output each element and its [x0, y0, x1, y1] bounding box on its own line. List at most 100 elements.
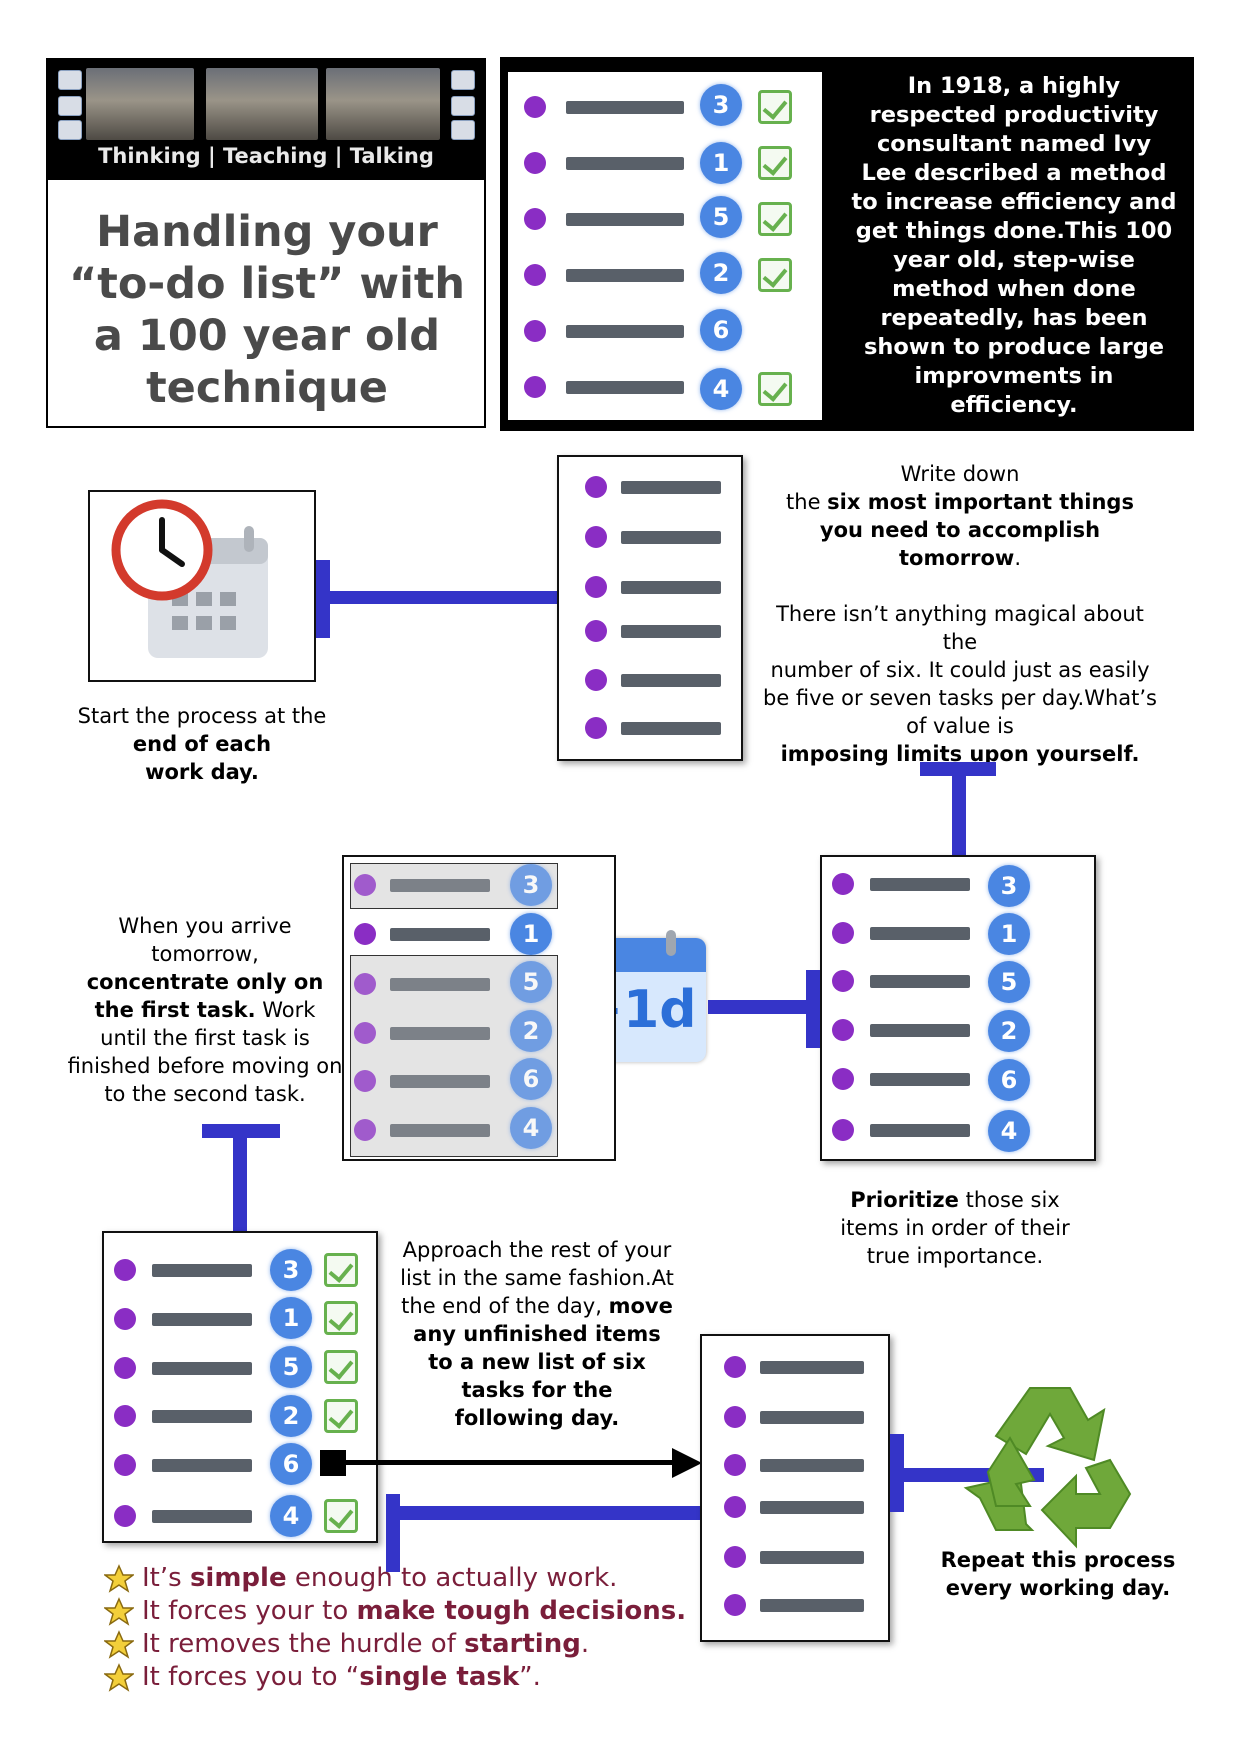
priority-badge: 2 — [270, 1395, 312, 1437]
task-bar — [390, 1075, 490, 1088]
checkbox-icon — [324, 1253, 358, 1287]
step4-line: tomorrow, — [151, 942, 259, 966]
step5-bold: to a new list of six — [428, 1350, 646, 1374]
task-bar — [870, 927, 970, 940]
step4-line: When you arrive — [118, 914, 292, 938]
connector-line — [233, 1138, 247, 1232]
step5-line: to a new list of six — [392, 1348, 682, 1376]
benefit-text: It removes the hurdle of — [142, 1629, 465, 1659]
priority-badge: 6 — [700, 309, 742, 351]
benefit-text: ”. — [519, 1662, 541, 1692]
task-bar — [152, 1410, 252, 1423]
connector-line — [400, 1506, 700, 1520]
step4-line: finished before moving on — [67, 1054, 343, 1078]
bullet-dot — [114, 1357, 136, 1379]
bullet-dot — [354, 1070, 376, 1092]
step3-span: those six — [958, 1188, 1060, 1212]
small-icon — [451, 70, 475, 90]
task-bar — [152, 1313, 252, 1326]
intro-line: get things done.This 100 — [855, 218, 1173, 244]
priority-badge: 4 — [700, 368, 742, 410]
connector-cap — [386, 1494, 400, 1572]
bullet-dot — [724, 1356, 746, 1378]
title-line: Handling your — [96, 207, 438, 257]
intro-line: In 1918, a highly — [907, 73, 1121, 99]
step2-line: Write down — [900, 462, 1020, 486]
priority-badge: 2 — [988, 1010, 1030, 1052]
task-bar — [390, 879, 490, 892]
priority-badge: 5 — [988, 961, 1030, 1003]
step5-line: Approach the rest of your — [402, 1238, 672, 1262]
photo-thumbnail — [326, 68, 440, 140]
move-arrow-line — [346, 1460, 674, 1465]
step4-line: concentrate only on — [60, 968, 350, 996]
bullet-dot — [354, 1022, 376, 1044]
task-bar — [760, 1411, 864, 1424]
connector-cap — [316, 560, 330, 638]
benefit-text: . — [580, 1629, 590, 1659]
checkbox-icon — [758, 202, 792, 236]
step2-line: of value is — [906, 714, 1014, 738]
bullet-dot — [724, 1496, 746, 1518]
task-bar — [152, 1510, 252, 1523]
bullet-dot — [354, 973, 376, 995]
task-bar — [870, 1024, 970, 1037]
star-icon — [104, 1597, 134, 1626]
task-bar — [870, 1073, 970, 1086]
intro-line: repeatedly, has been — [880, 305, 1148, 331]
step5-text: Approach the rest of your list in the sa… — [392, 1236, 682, 1432]
bullet-dot — [724, 1406, 746, 1428]
step5-span: the end of the day, — [401, 1294, 609, 1318]
connector-line — [330, 591, 558, 604]
bullet-dot — [114, 1454, 136, 1476]
intro-line: efficiency. — [950, 392, 1078, 418]
bullet-dot — [832, 1119, 854, 1141]
task-bar — [621, 531, 721, 544]
step1-line: Start the process at the — [77, 704, 327, 728]
benefit-bold: make tough decisions. — [356, 1596, 687, 1626]
bullet-dot — [524, 320, 546, 342]
task-bar — [760, 1459, 864, 1472]
task-bar — [152, 1459, 252, 1472]
small-icon — [451, 120, 475, 140]
step2-line: you need to accomplish — [760, 516, 1160, 544]
step3-line: items in order of their — [840, 1216, 1070, 1240]
priority-badge: 5 — [270, 1346, 312, 1388]
task-bar — [621, 722, 721, 735]
priority-badge: 5 — [510, 961, 552, 1003]
priority-badge: 6 — [270, 1443, 312, 1485]
step5-line: the end of the day, move — [392, 1292, 682, 1320]
bullet-dot — [724, 1454, 746, 1476]
bullet-dot — [354, 1119, 376, 1141]
clock-calendar-card — [88, 490, 316, 682]
checked-list-card: 3 1 5 2 6 4 — [102, 1231, 378, 1543]
step5-line: list in the same fashion.At — [400, 1266, 674, 1290]
step1-text: Start the process at the end of each wor… — [62, 702, 342, 786]
bullet-dot — [524, 96, 546, 118]
step5-bold: any unfinished items — [413, 1322, 661, 1346]
bullet-dot — [585, 620, 607, 642]
task-bar — [621, 674, 721, 687]
photo-thumbnail — [206, 68, 318, 140]
connector-line — [952, 776, 966, 856]
benefits-list: It’s simple enough to actually work. It … — [104, 1562, 724, 1694]
spacer — [760, 572, 1160, 600]
benefit-item: It forces your to make tough decisions. — [104, 1595, 724, 1628]
connector-cap — [202, 1124, 280, 1138]
intro-line: shown to produce large — [863, 334, 1165, 360]
intro-text: In 1918, a highly respected productivity… — [848, 72, 1180, 420]
bullet-dot — [832, 970, 854, 992]
step3-bold: Prioritize — [850, 1188, 959, 1212]
priority-badge: 3 — [988, 865, 1030, 907]
step6-line: Repeat this process — [908, 1546, 1208, 1574]
bullet-dot — [114, 1405, 136, 1427]
step2-bold: tomorrow — [898, 546, 1015, 570]
step3-text: Prioritize those six items in order of t… — [790, 1186, 1120, 1270]
task-bar — [760, 1361, 864, 1374]
priority-badge: 6 — [988, 1059, 1030, 1101]
connector-cap — [806, 970, 820, 1048]
star-icon — [104, 1564, 134, 1593]
step6-line: every working day. — [908, 1574, 1208, 1602]
intro-line: method when done — [892, 276, 1136, 302]
step1-bold: end of each — [132, 732, 272, 756]
